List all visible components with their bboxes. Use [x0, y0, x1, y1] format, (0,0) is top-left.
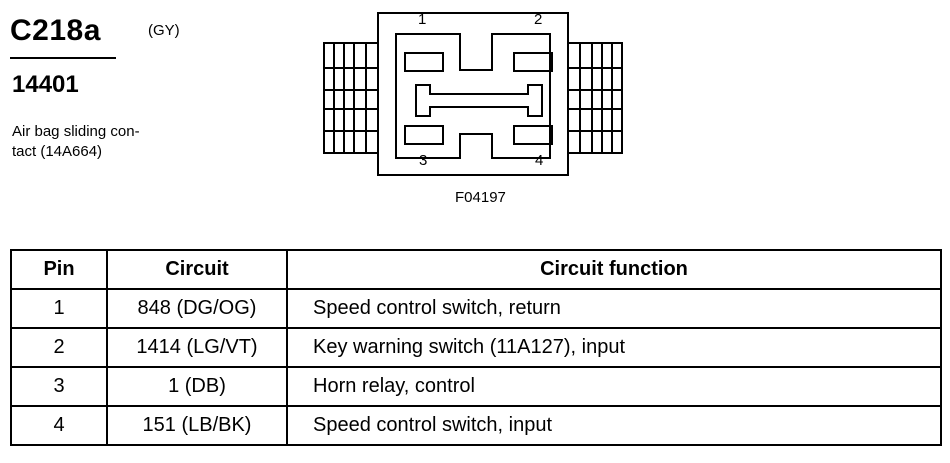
table-header-row: Pin Circuit Circuit function	[10, 249, 942, 290]
table-row: 4 151 (LB/BK) Speed control switch, inpu…	[10, 405, 942, 446]
pin-cell: 1	[10, 288, 108, 329]
pin-label-1: 1	[418, 11, 426, 28]
table-row: 3 1 (DB) Horn relay, control	[10, 366, 942, 407]
pin-cell: 4	[10, 405, 108, 446]
terminal-3	[404, 125, 444, 145]
color-code: (GY)	[148, 22, 180, 39]
pinout-table: Pin Circuit Circuit function 1 848 (DG/O…	[10, 249, 942, 446]
circuit-cell: 151 (LB/BK)	[106, 405, 288, 446]
part-number: 14401	[12, 71, 79, 98]
circuit-cell: 1414 (LG/VT)	[106, 327, 288, 368]
left-latch	[323, 42, 379, 154]
pin-cell: 3	[10, 366, 108, 407]
terminal-4	[513, 125, 553, 145]
description: Air bag sliding con- tact (14A664)	[12, 122, 182, 162]
pin-label-2: 2	[534, 11, 542, 28]
circuit-cell: 848 (DG/OG)	[106, 288, 288, 329]
shorting-bar	[415, 84, 543, 117]
description-line: Air bag sliding con-	[12, 123, 140, 140]
pin-label-3: 3	[419, 152, 427, 169]
header-circuit: Circuit	[106, 249, 288, 290]
description-line: tact (14A664)	[12, 143, 103, 160]
header-pin: Pin	[10, 249, 108, 290]
table-row: 1 848 (DG/OG) Speed control switch, retu…	[10, 288, 942, 329]
pin-label-4: 4	[535, 152, 543, 169]
right-latch	[567, 42, 623, 154]
connector-id: C218a	[10, 14, 101, 47]
function-cell: Speed control switch, input	[286, 405, 942, 446]
function-cell: Horn relay, control	[286, 366, 942, 407]
connector-id-underline	[10, 57, 116, 59]
header-circuit-function: Circuit function	[286, 249, 942, 290]
terminal-2	[513, 52, 553, 72]
figure-id: F04197	[455, 189, 506, 206]
table-row: 2 1414 (LG/VT) Key warning switch (11A12…	[10, 327, 942, 368]
circuit-cell: 1 (DB)	[106, 366, 288, 407]
terminal-1	[404, 52, 444, 72]
function-cell: Speed control switch, return	[286, 288, 942, 329]
function-cell: Key warning switch (11A127), input	[286, 327, 942, 368]
connector-diagram: 1 2 3 4	[323, 11, 623, 176]
pin-cell: 2	[10, 327, 108, 368]
